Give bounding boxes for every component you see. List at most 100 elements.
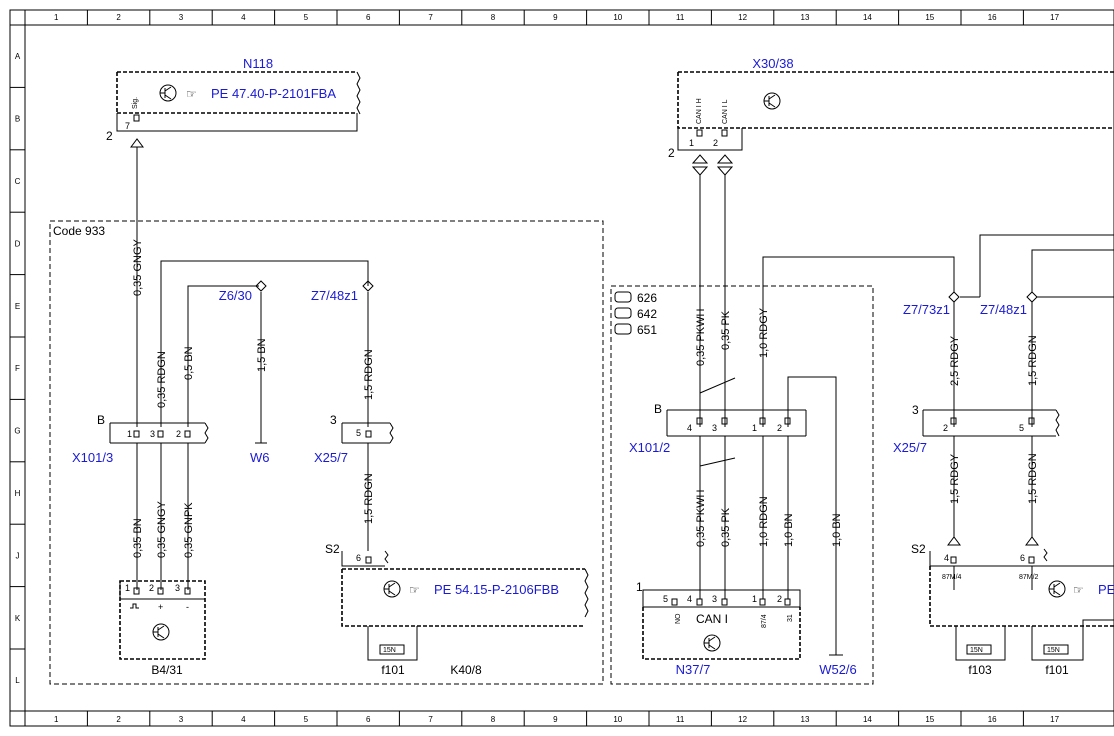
x101-3-label: X101/3 (72, 450, 113, 465)
ruler-row-label: F (15, 364, 20, 373)
wire-label: 0,35 PKWH (695, 308, 707, 366)
ruler-row-label: E (15, 302, 20, 311)
transistor-icon (703, 634, 721, 652)
wire-label: 1,5 RDGN (363, 349, 375, 400)
ruler-col-label: 17 (1050, 715, 1059, 724)
ruler-col-label: 14 (863, 715, 872, 724)
can-l-connector-icon (716, 154, 734, 176)
wire-label: 0,35 GNGY (132, 238, 144, 296)
transistor-icon (763, 92, 781, 110)
pe-ref-right[interactable]: PE (1098, 582, 1114, 597)
marker-b: B (97, 413, 105, 427)
ruler-col-label: 5 (304, 715, 309, 724)
b4-31-sensor-box (119, 580, 206, 660)
ruler-col-label: 9 (553, 715, 558, 724)
ruler-col-label: 12 (738, 13, 747, 22)
fuse-label: 15N (970, 647, 983, 654)
ruler-col-label: 12 (738, 715, 747, 724)
wire-label: 1,5 BN (256, 338, 268, 372)
x101-2-label: X101/2 (629, 440, 670, 455)
pin-87m-4-label: 87M/4 (942, 574, 962, 581)
ruler-col-label: 11 (676, 715, 685, 724)
ruler-col-label: 6 (366, 715, 371, 724)
marker-3: 3 (330, 413, 337, 427)
right-relay-box (929, 566, 1114, 627)
ruler-col-label: 15 (925, 715, 934, 724)
wire-label: 1,5 RDGY (949, 453, 961, 504)
wire-label: 0,5 BN (183, 346, 195, 380)
pulse-icon (130, 603, 139, 609)
ruler-row-label: H (15, 489, 21, 498)
pin-label: 2 (777, 594, 782, 604)
pe-ref-k40[interactable]: PE 54.15-P-2106FBB (434, 582, 559, 597)
pin-label: 1 (689, 138, 694, 148)
wire-label: 1,5 RDGN (363, 473, 375, 524)
pin-label: 3 (150, 429, 155, 439)
pin-label: 1 (752, 594, 757, 604)
transistor-icon (159, 84, 177, 102)
ruler-col-label: 2 (116, 13, 121, 22)
wire-label: 2,5 RDGY (949, 335, 961, 386)
pe-ref-n118[interactable]: PE 47.40-P-2101FBA (211, 86, 336, 101)
connector-x101-3 (109, 422, 205, 444)
pin-label: 3 (712, 423, 717, 433)
wire-label: 0,35 GNGY (156, 500, 168, 558)
pin-can-h-label: CAN I H (696, 98, 703, 124)
pin-label: 2 (149, 583, 154, 593)
z6-30-label: Z6/30 (219, 288, 252, 303)
ruler-col-label: 13 (801, 715, 810, 724)
wire-label: 1,5 RDGN (1027, 453, 1039, 504)
can-h-connector-icon (691, 154, 709, 176)
ruler-col-label: 8 (491, 715, 496, 724)
hand-pointer-icon: ☞ (1073, 583, 1084, 597)
pin-label: 4 (687, 594, 692, 604)
pin-label: 3 (175, 583, 180, 593)
ruler-col-label: 13 (801, 13, 810, 22)
engine-code: 651 (637, 323, 657, 337)
transistor-icon (383, 580, 401, 598)
wire-label: 1,0 BN (783, 513, 795, 547)
splice-z7-48z1 (362, 280, 374, 292)
pin-label: 2 (777, 423, 782, 433)
ruler-row-label: K (15, 614, 21, 623)
z7-48z1-label-a: Z7/48z1 (311, 288, 358, 303)
pin-label: 6 (356, 553, 361, 563)
fuse-label: 15N (383, 647, 396, 654)
fuse-label: 15N (1047, 647, 1060, 654)
w52-6-label: W52/6 (819, 662, 857, 677)
f101-label-b: f101 (1045, 663, 1069, 677)
x25-7-label-a: X25/7 (314, 450, 348, 465)
marker-2-x30: 2 (668, 146, 675, 160)
pin-31-label: 31 (787, 614, 794, 622)
pin-label: 3 (712, 594, 717, 604)
ruler-col-label: 10 (613, 13, 622, 22)
ruler-col-label: 8 (491, 13, 496, 22)
connector-x25-7-b (922, 409, 1056, 437)
pin-minus: - (186, 602, 189, 612)
ruler-row-label: A (15, 52, 21, 61)
pin-label: 1 (127, 429, 132, 439)
pin-label: 2 (943, 423, 948, 433)
pin-87-4-label: 87/4 (761, 614, 768, 628)
code-933-label: Code 933 (53, 224, 105, 238)
ruler-col-label: 7 (428, 715, 433, 724)
ruler-col-label: 1 (54, 715, 59, 724)
connector-arrows (947, 536, 1039, 546)
n118-label: N118 (243, 56, 273, 71)
ruler-row-label: C (15, 177, 21, 186)
pin-no-label: NO (675, 613, 682, 624)
ruler-row-label: D (15, 239, 21, 248)
n37-7-box (642, 607, 801, 660)
ruler-row-label: B (15, 115, 20, 124)
border-frame (9, 9, 1114, 727)
f103-label: f103 (968, 663, 992, 677)
ruler-col-label: 10 (613, 715, 622, 724)
z7-73z1-label: Z7/73z1 (903, 302, 950, 317)
pin-label: 6 (1020, 553, 1025, 563)
pin-label: 5 (663, 594, 668, 604)
w6-label: W6 (250, 450, 270, 465)
n37-7-label: N37/7 (676, 662, 711, 677)
